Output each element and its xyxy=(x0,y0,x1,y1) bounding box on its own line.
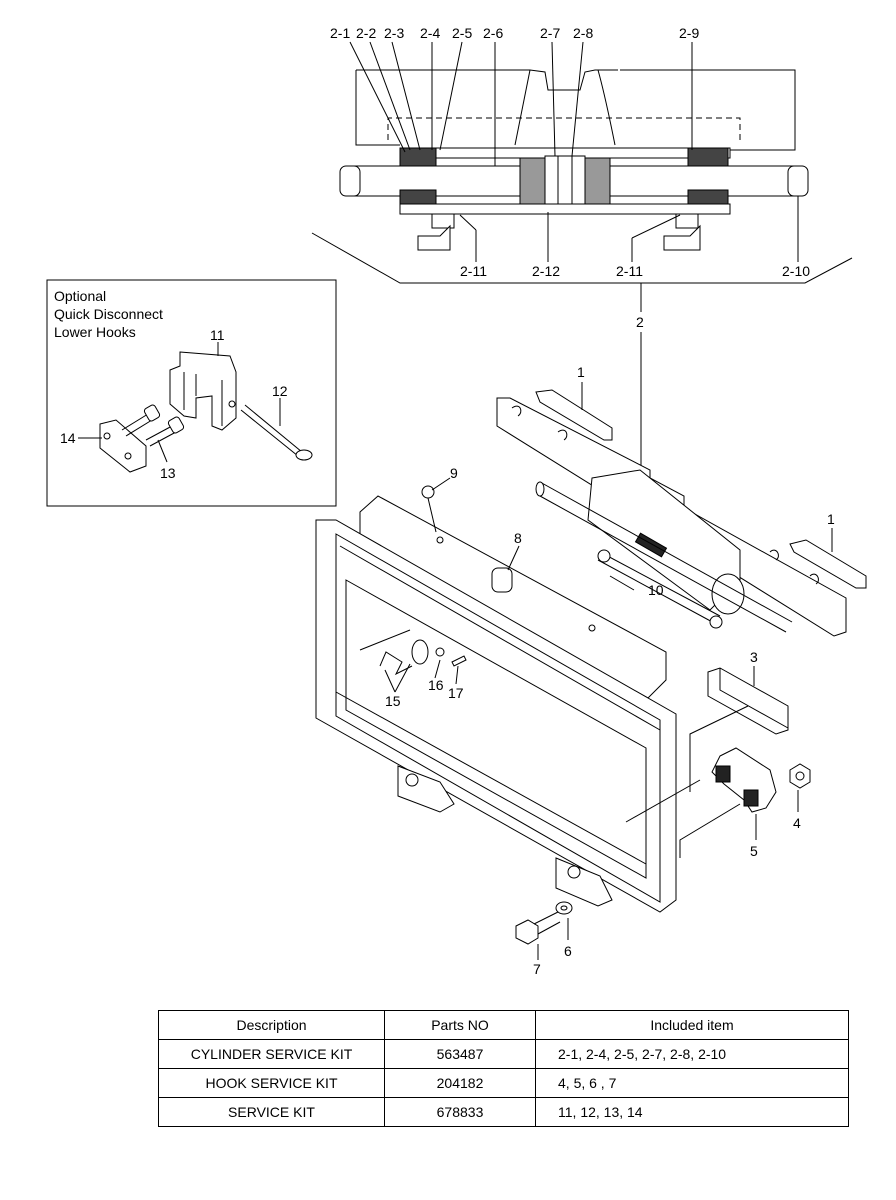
row-included-item: 11, 12, 13, 14 xyxy=(535,1097,849,1127)
callout-11: 11 xyxy=(210,327,225,343)
callout-2-10: 2-10 xyxy=(782,263,810,279)
row-description: HOOK SERVICE KIT xyxy=(158,1068,385,1098)
callout-5: 5 xyxy=(750,843,758,859)
header-parts-no: Parts NO xyxy=(384,1010,536,1040)
row-included-item: 2-1, 2-4, 2-5, 2-7, 2-8, 2-10 xyxy=(535,1039,849,1069)
callout-2-11-right: 2-11 xyxy=(616,263,643,279)
callout-14: 14 xyxy=(60,430,76,446)
callout-4: 4 xyxy=(793,815,801,831)
table-row: SERVICE KIT 678833 11, 12, 13, 14 xyxy=(158,1097,849,1127)
row-parts-no: 678833 xyxy=(384,1097,536,1127)
cylinder-assembly-exploded xyxy=(496,389,867,637)
callout-2-3: 2-3 xyxy=(384,25,404,41)
callout-15: 15 xyxy=(385,693,401,709)
callout-8: 8 xyxy=(514,530,522,546)
header-description: Description xyxy=(158,1010,385,1040)
row-parts-no: 563487 xyxy=(384,1039,536,1069)
callout-2-2: 2-2 xyxy=(356,25,376,41)
top-leader-lines xyxy=(349,41,693,166)
callout-2-8: 2-8 xyxy=(573,25,593,41)
callout-2-4: 2-4 xyxy=(420,25,440,41)
callout-1-upper: 1 xyxy=(577,364,585,380)
service-kit-table: Description Parts NO Included item CYLIN… xyxy=(158,1010,849,1127)
callout-10: 10 xyxy=(648,582,664,598)
row-description: SERVICE KIT xyxy=(158,1097,385,1127)
hook-bolt xyxy=(515,901,573,945)
bottom-callout-labels: 2-11 2-12 2-11 2-10 xyxy=(460,263,810,279)
header-included-item: Included item xyxy=(535,1010,849,1040)
callout-2-12: 2-12 xyxy=(532,263,560,279)
callout-2-5: 2-5 xyxy=(452,25,472,41)
callout-16: 16 xyxy=(428,677,444,693)
optional-quick-disconnect-box: Optional Quick Disconnect Lower Hooks 11… xyxy=(46,279,337,507)
table-row: HOOK SERVICE KIT 204182 4, 5, 6 , 7 xyxy=(158,1068,849,1098)
row-description: CYLINDER SERVICE KIT xyxy=(158,1039,385,1069)
top-callout-labels: 2-1 2-2 2-3 2-4 2-5 2-6 2-7 2-8 2-9 xyxy=(330,25,699,41)
row-included-item: 4, 5, 6 , 7 xyxy=(535,1068,849,1098)
callout-13: 13 xyxy=(160,465,176,481)
callout-1-right: 1 xyxy=(827,511,835,527)
callout-9: 9 xyxy=(450,465,458,481)
callout-7: 7 xyxy=(533,961,541,977)
bottom-leader-lines xyxy=(459,196,799,262)
callout-2-11-left: 2-11 xyxy=(460,263,487,279)
lower-hook xyxy=(625,747,777,858)
optional-title-line-3: Lower Hooks xyxy=(54,324,136,340)
carriage-frame xyxy=(315,485,677,913)
callout-12: 12 xyxy=(272,383,288,399)
optional-title-line-2: Quick Disconnect xyxy=(54,306,163,322)
optional-title-line-1: Optional xyxy=(54,288,106,304)
row-parts-no: 204182 xyxy=(384,1068,536,1098)
callout-17: 17 xyxy=(448,685,464,701)
table-row: CYLINDER SERVICE KIT 563487 2-1, 2-4, 2-… xyxy=(158,1039,849,1069)
callout-2-7: 2-7 xyxy=(540,25,560,41)
cylinder-section-view xyxy=(311,69,853,284)
callout-2: 2 xyxy=(636,314,644,330)
callout-2-6: 2-6 xyxy=(483,25,503,41)
callout-2-1: 2-1 xyxy=(330,25,350,41)
wear-pad xyxy=(689,667,789,792)
callout-2-9: 2-9 xyxy=(679,25,699,41)
table-header-row: Description Parts NO Included item xyxy=(158,1010,849,1040)
callout-6: 6 xyxy=(564,943,572,959)
exploded-parts-diagram: 2-1 2-2 2-3 2-4 2-5 2-6 2-7 2-8 2-9 2-11… xyxy=(46,25,867,977)
callout-3: 3 xyxy=(750,649,758,665)
